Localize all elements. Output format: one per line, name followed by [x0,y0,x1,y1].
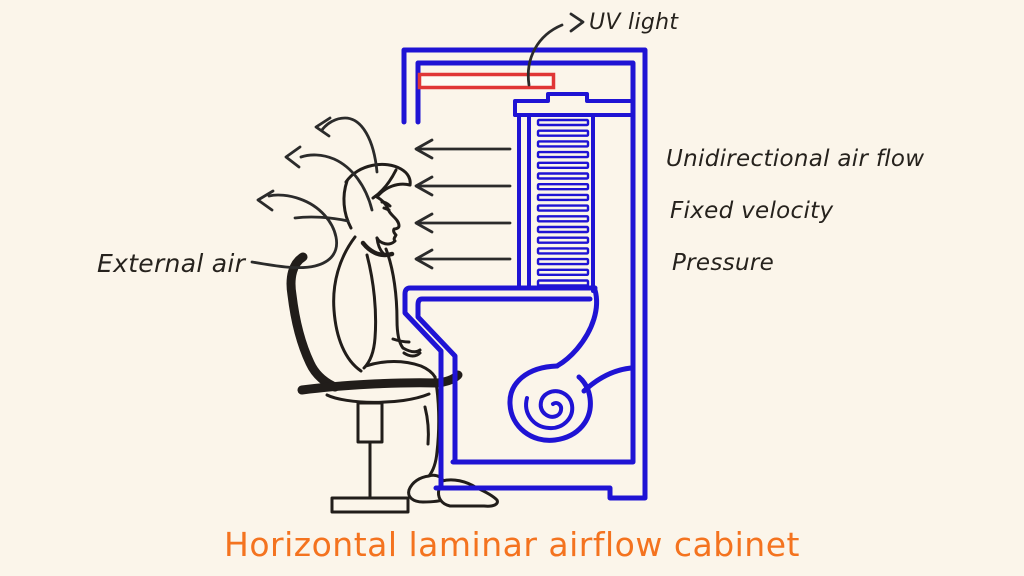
operator-hair-back [342,179,353,230]
airflow-arrowhead-icon [414,175,434,197]
filter-slat [536,225,590,234]
work-surface-outer [402,285,598,489]
airflow-arrow [414,248,512,270]
filter-slat [536,193,590,202]
filter-slat [536,161,590,170]
operator-eyebrow [380,200,392,208]
stool-seat [297,370,463,395]
operator-hand-finger [402,351,422,358]
operator-arm [384,247,405,350]
filter-slat [536,172,590,180]
operator-cuff [391,337,411,344]
filter-slat [536,204,590,212]
external-air-loop [250,193,339,270]
cabinet-outer-shell [401,47,648,501]
uv-lamp-tube [417,72,556,90]
filter-slat [536,247,590,255]
filter-slat [536,268,590,276]
work-surface-inner [415,296,593,464]
operator-shirt-fold [362,253,378,370]
annotation-arrows [250,12,585,270]
uv-callout-arrowhead-icon [569,12,585,33]
swirl-arrow-top-head-icon [314,116,332,138]
swirl-stroke-short [293,215,350,223]
uv-light-label: UV light [589,10,679,35]
hepa-filter-slats [536,118,590,287]
airflow-arrowhead-icon [414,248,434,270]
stool-column-top [356,401,384,444]
airflow-arrow [414,138,512,160]
diagram-title: Horizontal laminar airflow cabinet [224,525,800,564]
external-air-label: External air [97,249,246,278]
operator-hair-strand [371,168,398,200]
unidirectional-label: Unidirectional air flow [666,146,925,172]
operator-shin [427,375,441,478]
operator-thigh [364,360,437,379]
external-air-swirls [250,116,379,270]
airflow-arrowhead-icon [414,212,434,234]
operator-eye [382,206,391,212]
swirl-arrow-middle-head-icon [284,145,302,169]
operator-hand [401,346,422,354]
filter-cap [513,92,634,117]
cabinet [401,47,648,501]
stool [286,252,463,514]
operator-shoe-front [437,478,499,508]
pressure-label: Pressure [672,250,775,276]
airflow-arrow [414,175,512,197]
blower-volute [507,363,593,443]
filter-slat [536,150,590,159]
airflow-arrowhead-icon [414,138,434,160]
blower-outlet-curve [581,365,634,394]
swirl-arrow-middle [299,153,374,212]
airflow-arrow [414,212,512,234]
filter-slat [536,118,590,127]
blower-funnel [554,287,600,369]
operator-hair [344,162,412,187]
filter-slat [536,236,590,244]
filter-slat [536,140,590,148]
operator-shin-inner [423,405,430,446]
stool-seat-underside [325,392,431,404]
swirl-arrow-top [320,116,379,174]
filter-slat [536,215,590,223]
operator-figure [332,162,499,508]
fixed-velocity-label: Fixed velocity [670,198,834,224]
operator-back [332,235,363,373]
blower-spiral [524,389,575,431]
stool-base [330,496,410,514]
laminar-airflow-arrows [414,138,512,270]
uv-callout-curve [526,23,564,87]
stool-backrest [286,252,340,392]
filter-slat [536,182,590,191]
filter-slat [536,129,590,137]
filter-slat [536,279,590,287]
external-air-loop-head-icon [256,189,275,212]
filter-slat [536,257,590,266]
